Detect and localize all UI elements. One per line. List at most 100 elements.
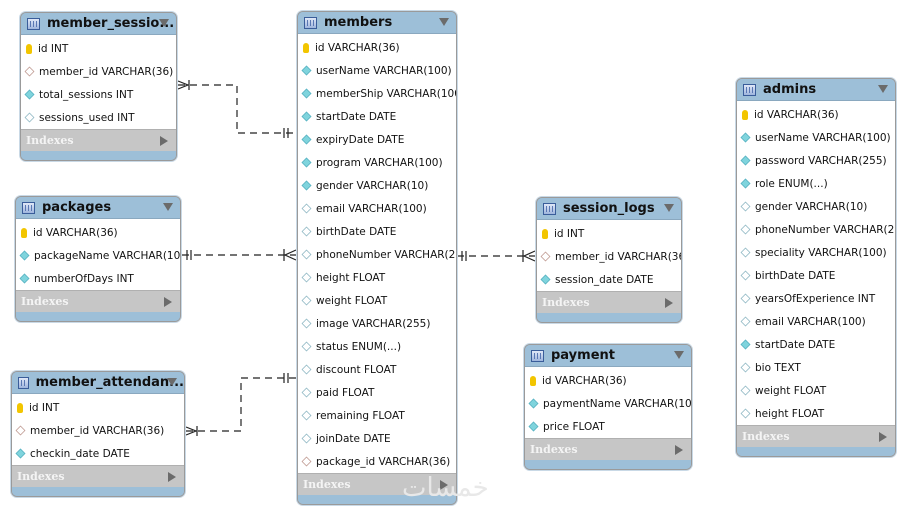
column-row[interactable]: userName VARCHAR(100) [737,126,895,149]
indexes-section[interactable]: Indexes [21,129,176,151]
column-row[interactable]: role ENUM(...) [737,172,895,195]
relationship-member-sessions-members[interactable] [178,84,296,134]
column-row[interactable]: phoneNumber VARCHAR(2... [737,218,895,241]
expand-arrow-icon[interactable] [164,297,172,307]
expand-arrow-icon[interactable] [675,445,683,455]
column-row[interactable]: paymentName VARCHAR(10... [525,392,691,415]
column-row[interactable]: userName VARCHAR(100) [298,59,456,82]
table-header[interactable]: member_attendan... [12,372,184,394]
table-packages[interactable]: packages id VARCHAR(36) packageName VARC… [15,196,181,322]
column-row[interactable]: yearsOfExperience INT [737,287,895,310]
expand-arrow-icon[interactable] [665,298,673,308]
indexes-section[interactable]: Indexes [298,473,456,495]
nullable-column-icon [740,408,751,419]
collapse-toggle-icon[interactable] [664,204,674,212]
column-row[interactable]: remaining FLOAT [298,404,456,427]
column-row[interactable]: memberShip VARCHAR(100) [298,82,456,105]
table-members[interactable]: members id VARCHAR(36) userName VARCHAR(… [297,11,457,505]
column-row[interactable]: checkin_date DATE [12,442,184,465]
column-label: id INT [38,42,69,55]
column-row[interactable]: member_id VARCHAR(36) [537,245,681,268]
collapse-toggle-icon[interactable] [439,18,449,26]
column-row[interactable]: height FLOAT [737,402,895,425]
table-icon [27,17,40,30]
column-row[interactable]: price FLOAT [525,415,691,438]
table-header[interactable]: member_sessio... [21,13,176,35]
indexes-section[interactable]: Indexes [737,425,895,447]
column-row[interactable]: startDate DATE [737,333,895,356]
expand-arrow-icon[interactable] [160,136,168,146]
expand-arrow-icon[interactable] [440,480,448,490]
column-row[interactable]: password VARCHAR(255) [737,149,895,172]
nullable-column-icon [740,362,751,373]
table-header[interactable]: packages [16,197,180,219]
primary-key-icon [530,375,536,386]
column-row[interactable]: email VARCHAR(100) [298,197,456,220]
column-row[interactable]: bio TEXT [737,356,895,379]
column-row[interactable]: joinDate DATE [298,427,456,450]
column-row[interactable]: id VARCHAR(36) [298,36,456,59]
collapse-toggle-icon[interactable] [163,203,173,211]
column-row[interactable]: total_sessions INT [21,83,176,106]
column-row[interactable]: id INT [537,222,681,245]
column-row[interactable]: expiryDate DATE [298,128,456,151]
column-row[interactable]: status ENUM(...) [298,335,456,358]
column-row[interactable]: speciality VARCHAR(100) [737,241,895,264]
indexes-section[interactable]: Indexes [537,291,681,313]
column-row[interactable]: phoneNumber VARCHAR(2... [298,243,456,266]
table-header[interactable]: payment [525,345,691,367]
table-member-attendance[interactable]: member_attendan... id INT member_id VARC… [11,371,185,497]
column-row[interactable]: paid FLOAT [298,381,456,404]
column-row[interactable]: id VARCHAR(36) [16,221,180,244]
indexes-section[interactable]: Indexes [12,465,184,487]
column-row[interactable]: discount FLOAT [298,358,456,381]
column-row[interactable]: id INT [21,37,176,60]
relationship-attendance-members[interactable] [186,377,296,432]
table-header[interactable]: members [298,12,456,34]
table-admins[interactable]: admins id VARCHAR(36) userName VARCHAR(1… [736,78,896,457]
collapse-toggle-icon[interactable] [159,19,169,27]
table-session-logs[interactable]: session_logs id INT member_id VARCHAR(36… [536,197,682,323]
table-footer [16,312,180,321]
column-row[interactable]: numberOfDays INT [16,267,180,290]
table-footer [21,151,176,160]
indexes-section[interactable]: Indexes [16,290,180,312]
nullable-column-icon [301,433,312,444]
column-list: id VARCHAR(36) paymentName VARCHAR(10...… [525,367,691,438]
column-row[interactable]: weight FLOAT [298,289,456,312]
table-member-sessions[interactable]: member_sessio... id INT member_id VARCHA… [20,12,177,161]
column-label: startDate DATE [755,338,836,351]
column-row[interactable]: email VARCHAR(100) [737,310,895,333]
table-header[interactable]: admins [737,79,895,101]
column-row[interactable]: gender VARCHAR(10) [737,195,895,218]
column-label: weight FLOAT [316,294,388,307]
column-row[interactable]: birthDate DATE [298,220,456,243]
collapse-toggle-icon[interactable] [674,351,684,359]
table-icon [304,16,317,29]
column-row[interactable]: startDate DATE [298,105,456,128]
table-header[interactable]: session_logs [537,198,681,220]
table-payment[interactable]: payment id VARCHAR(36) paymentName VARCH… [524,344,692,470]
column-row[interactable]: height FLOAT [298,266,456,289]
column-row[interactable]: sessions_used INT [21,106,176,129]
column-row[interactable]: image VARCHAR(255) [298,312,456,335]
column-row[interactable]: id VARCHAR(36) [737,103,895,126]
collapse-toggle-icon[interactable] [878,85,888,93]
column-row[interactable]: birthDate DATE [737,264,895,287]
column-row[interactable]: session_date DATE [537,268,681,291]
expand-arrow-icon[interactable] [168,472,176,482]
indexes-section[interactable]: Indexes [525,438,691,460]
column-label: email VARCHAR(100) [316,202,427,215]
column-row[interactable]: id VARCHAR(36) [525,369,691,392]
column-row[interactable]: member_id VARCHAR(36) [21,60,176,83]
nullable-column-icon [301,318,312,329]
column-row[interactable]: id INT [12,396,184,419]
collapse-toggle-icon[interactable] [167,378,177,386]
column-row[interactable]: package_id VARCHAR(36) [298,450,456,473]
expand-arrow-icon[interactable] [879,432,887,442]
column-row[interactable]: packageName VARCHAR(10... [16,244,180,267]
column-row[interactable]: gender VARCHAR(10) [298,174,456,197]
column-row[interactable]: member_id VARCHAR(36) [12,419,184,442]
column-row[interactable]: weight FLOAT [737,379,895,402]
column-row[interactable]: program VARCHAR(100) [298,151,456,174]
